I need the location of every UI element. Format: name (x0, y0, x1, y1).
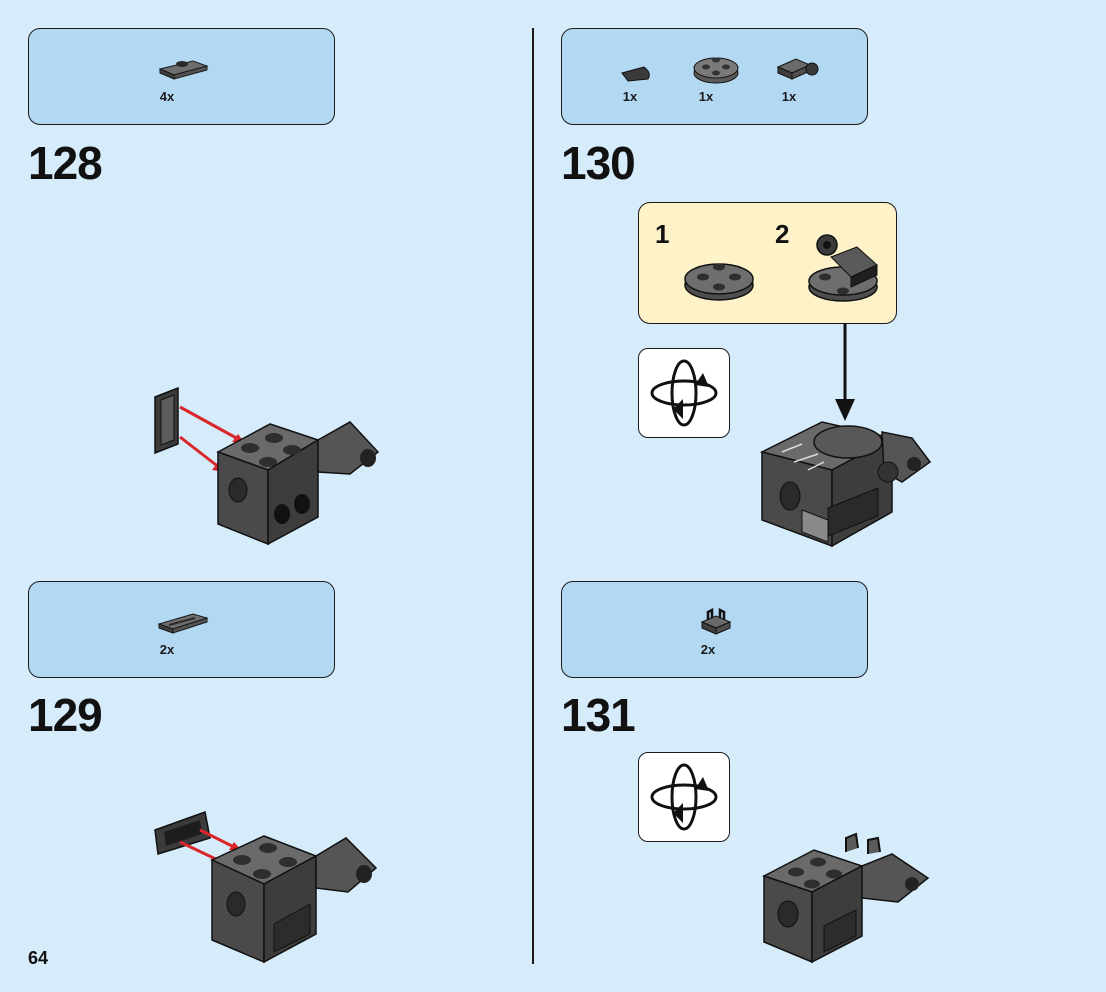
parts-box-131: 2x (561, 581, 868, 678)
column-divider (532, 28, 534, 964)
part-qty: 2x (700, 642, 716, 657)
step-number-129: 129 (28, 689, 103, 741)
part-qty: 2x (159, 642, 175, 657)
rotate-icon (650, 763, 718, 831)
part-qty: 1x (622, 89, 638, 104)
parts-box-130: 1x 1x 1x (561, 28, 868, 125)
rotate-icon (650, 359, 718, 427)
rotate-model-box (638, 752, 730, 842)
build-illustration-131 (762, 832, 930, 964)
plate-clip-icon (776, 58, 819, 80)
build-illustration-130 (759, 421, 932, 548)
build-illustration-128 (154, 386, 380, 546)
sub-assembly-arrow (835, 323, 855, 421)
rotate-model-box (638, 348, 730, 438)
round-plate-2x2-icon (684, 263, 754, 301)
plate-with-clip-icon (808, 234, 878, 302)
part-qty: 4x (159, 89, 175, 104)
sub-step-number: 1 (655, 219, 670, 249)
step-number-130: 130 (561, 137, 636, 189)
sub-assembly-box: 1 2 (638, 202, 897, 324)
sub-step-number: 2 (775, 219, 790, 249)
step-number-131: 131 (561, 689, 636, 741)
step-number-128: 128 (28, 137, 103, 189)
tile-quarter-round-icon (621, 66, 650, 82)
page-number: 64 (28, 948, 49, 968)
plate-1x2-jumper-icon (158, 60, 209, 80)
clip-plate-icon (700, 607, 732, 635)
parts-box-128: 4x (28, 28, 335, 125)
round-plate-2x2-icon (693, 57, 739, 84)
tile-1x2-grille-icon (157, 613, 209, 634)
build-illustration-129 (154, 810, 378, 964)
part-qty: 1x (698, 89, 714, 104)
part-qty: 1x (781, 89, 797, 104)
parts-box-129: 2x (28, 581, 335, 678)
